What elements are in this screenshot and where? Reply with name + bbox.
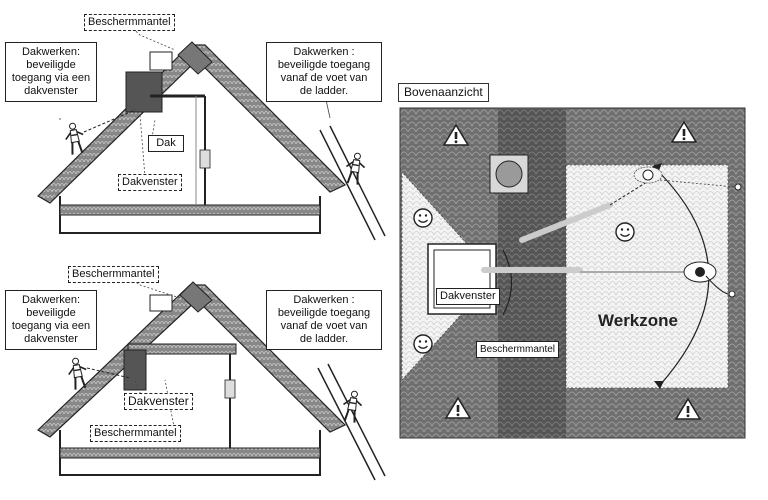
beschermmantel-label-bottom-2: Beschermmantel: [90, 425, 181, 442]
beschermmantel-label-top: Beschermmantel: [84, 14, 175, 31]
caption-line: vanaf de voet van: [280, 320, 368, 332]
house-section-top: [37, 25, 386, 241]
left-caption-bottom: Dakwerken: beveiligde toegang via een da…: [5, 290, 97, 350]
caption-line: Dakwerken :: [293, 46, 355, 58]
right-caption-top: Dakwerken : beveiligde toegang vanaf de …: [266, 42, 382, 102]
right-caption-bottom: Dakwerken : beveiligde toegang vanaf de …: [266, 290, 382, 350]
caption-line: beveiligde toegang: [277, 307, 371, 319]
smiley-icon: [413, 334, 433, 354]
left-caption-top: Dakwerken: beveiligde toegang via een da…: [5, 42, 97, 102]
top-view-dakvenster-label: Dakvenster: [436, 288, 500, 305]
dakvenster-label-top: Dakvenster: [118, 174, 182, 191]
smiley-icon: [413, 208, 433, 228]
top-view-beschermmantel-label: Beschermmantel: [476, 341, 560, 358]
caption-line: dakvenster: [24, 85, 78, 97]
caption-line: beveiligde: [26, 307, 76, 319]
werkzone-label: Werkzone: [598, 311, 678, 330]
caption-line: toegang via een: [11, 72, 91, 84]
dakvenster-label-bottom: Dakvenster: [124, 393, 193, 410]
top-view-title: Bovenaanzicht: [398, 83, 489, 102]
dak-label: Dak: [148, 135, 184, 152]
house-section-bottom: [37, 277, 386, 481]
top-view-panel: [399, 107, 746, 439]
beschermmantel-label-bottom: Beschermmantel: [68, 266, 159, 283]
caption-line: beveiligde: [26, 59, 76, 71]
caption-line: beveiligde toegang: [277, 59, 371, 71]
caption-line: Dakwerken:: [21, 46, 81, 58]
caption-line: toegang via een: [11, 320, 91, 332]
caption-line: Dakwerken :: [293, 294, 355, 306]
caption-line: vanaf de voet van: [280, 72, 368, 84]
caption-line: Dakwerken:: [21, 294, 81, 306]
smiley-icon: [615, 222, 635, 242]
caption-line: de ladder.: [299, 333, 349, 345]
caption-line: dakvenster: [24, 333, 78, 345]
caption-line: de ladder.: [299, 85, 349, 97]
